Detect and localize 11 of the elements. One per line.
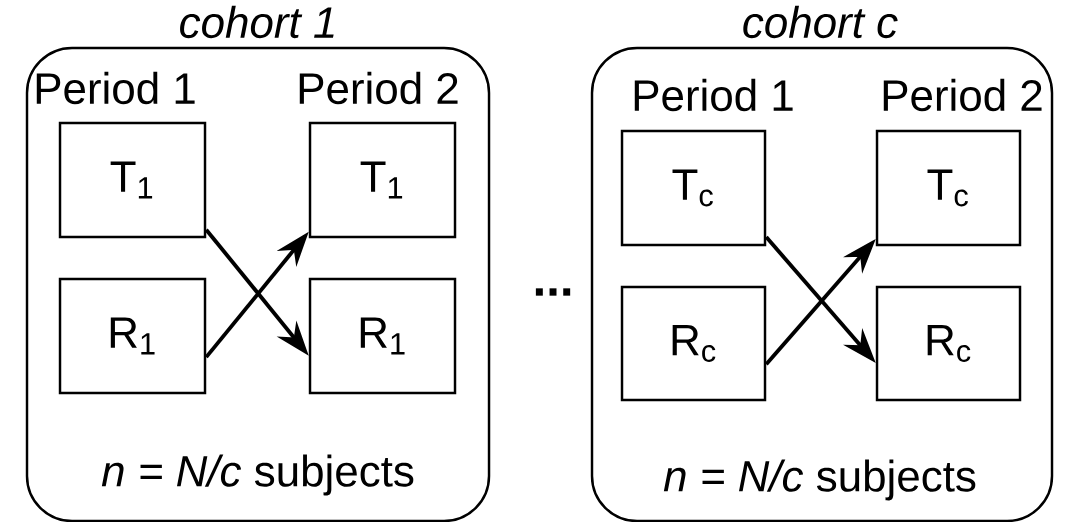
treatment-box: T$_{1}$ xyxy=(308,121,457,239)
treatment-box: T$_{c}$ xyxy=(875,129,1022,247)
treatment-box: R$_{1}$ xyxy=(308,277,457,395)
treatment-box: T$_{1}$ xyxy=(58,121,207,239)
ellipsis: ... xyxy=(535,288,571,296)
node-label: cohort 1 xyxy=(180,5,334,39)
treatment-box: R$_{c}$ xyxy=(875,285,1022,402)
treatment-box: R$_{c}$ xyxy=(620,285,767,402)
treatment-box: T$_{c}$ xyxy=(620,129,767,247)
treatment-box: R$_{1}$ xyxy=(58,277,207,395)
node-label: cohort c xyxy=(743,5,898,39)
